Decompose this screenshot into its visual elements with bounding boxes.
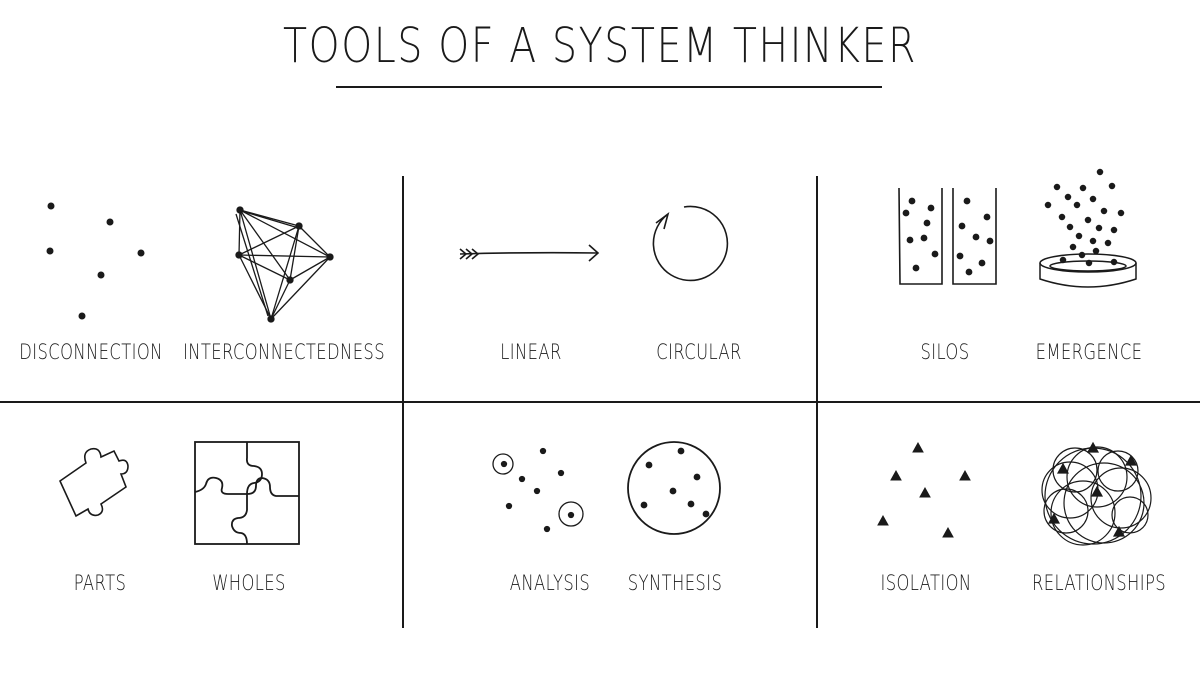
emergence-icon: [1040, 170, 1136, 288]
label-isolation: ISOLATION: [880, 571, 971, 595]
label-emergence: EMERGENCE: [1036, 340, 1143, 364]
puzzle-piece-icon: [60, 449, 128, 516]
wholes-puzzle-icon: [195, 442, 299, 544]
disconnection-icon: [47, 203, 144, 319]
analysis-icon: [493, 449, 583, 532]
circular-icon: [653, 206, 727, 280]
synthesis-icon: [628, 442, 720, 534]
interconnectedness-icon: [236, 207, 333, 322]
label-analysis: ANALYSIS: [510, 571, 590, 595]
label-circular: CIRCULAR: [656, 340, 741, 364]
label-parts: PARTS: [74, 571, 127, 595]
label-silos: SILOS: [920, 340, 969, 364]
label-linear: LINEAR: [500, 340, 561, 364]
label-synthesis: SYNTHESIS: [628, 571, 722, 595]
label-interconnectedness: INTERCONNECTEDNESS: [183, 340, 385, 364]
label-disconnection: DISCONNECTION: [19, 340, 163, 364]
label-relationships: RELATIONSHIPS: [1032, 571, 1166, 595]
linear-arrow-icon: [460, 245, 598, 261]
relationships-icon: [1042, 443, 1151, 545]
silos-icon: [899, 188, 996, 284]
isolation-icon: [878, 443, 970, 537]
label-wholes: WHOLES: [212, 571, 286, 595]
